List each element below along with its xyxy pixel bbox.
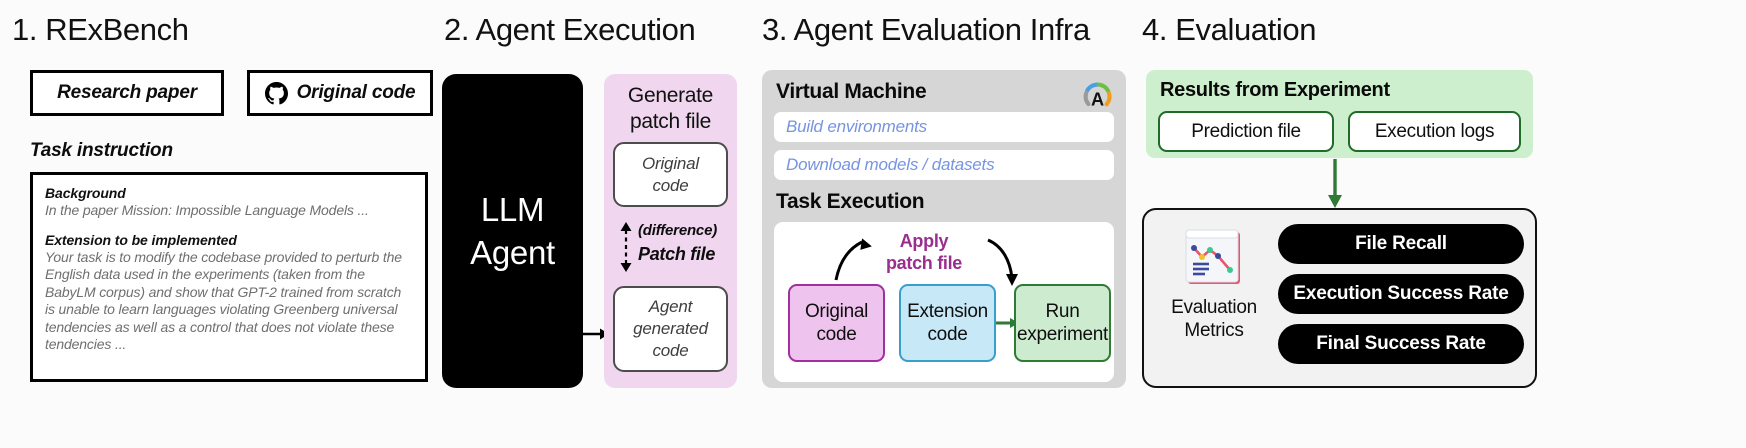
background-text: In the paper Mission: Impossible Languag… — [45, 202, 369, 218]
patch-file-label: Patch file — [638, 244, 716, 264]
research-paper-label: Research paper — [57, 82, 197, 103]
panel4-title: 4. Evaluation — [1142, 12, 1317, 47]
generate-patch-line2: patch file — [629, 110, 712, 133]
vm-step-build-environments[interactable]: Build environments — [774, 112, 1114, 142]
flow-box-extension-code[interactable]: Extension code — [899, 284, 996, 362]
flow-0-line1: Original — [804, 301, 869, 322]
background-label: Background — [45, 185, 126, 201]
agent-code-line1: Agent — [648, 297, 693, 316]
vm-step-download-models-datasets[interactable]: Download models / datasets — [774, 150, 1114, 180]
original-code-card-line2: code — [652, 175, 689, 195]
panel-rexbench: 1. RExBench Research paper Original code… — [12, 8, 436, 440]
results-from-experiment-card: Results from Experiment Prediction file … — [1146, 70, 1533, 158]
difference-label: (difference) — [638, 222, 718, 239]
metric-1-label: Execution Success Rate — [1293, 283, 1509, 304]
evaluation-metrics-card: Evaluation Metrics File Recall Execution… — [1142, 208, 1537, 388]
execution-logs-label: Execution logs — [1374, 120, 1495, 142]
llm-agent-box[interactable]: LLM Agent — [442, 74, 583, 388]
agent-code-line2: generated — [633, 319, 708, 338]
panel3-title: 3. Agent Evaluation Infra — [762, 12, 1090, 47]
flow-0-line2: code — [816, 324, 857, 345]
evaluation-metrics-icon-block: Evaluation Metrics — [1158, 224, 1270, 342]
generate-patch-panel: Generate patch file Original code (diffe… — [604, 74, 737, 388]
source-artifacts-row: Research paper Original code — [30, 70, 433, 116]
bidirectional-dashed-arrow-icon — [620, 222, 632, 272]
metric-pill-execution-success-rate[interactable]: Execution Success Rate — [1278, 274, 1524, 314]
metric-2-label: Final Success Rate — [1316, 333, 1486, 354]
original-code-card-line1: Original — [642, 153, 699, 173]
github-icon — [264, 81, 288, 104]
apply-label-line1: Apply — [899, 231, 949, 251]
flow-1-line2: code — [927, 324, 968, 345]
extension-text: Your task is to modify the codebase prov… — [45, 248, 402, 353]
task-box-spacer — [45, 220, 413, 232]
virtual-machine-card: Virtual Machine A Build environments Dow… — [762, 70, 1126, 388]
evaluation-metrics-icon-label: Evaluation Metrics — [1171, 296, 1257, 342]
task-instruction-heading: Task instruction — [30, 140, 173, 161]
aws-a-logo-icon: A — [1083, 82, 1112, 110]
metric-0-label: File Recall — [1355, 233, 1447, 254]
generate-patch-line1: Generate — [627, 84, 714, 107]
flow-1-line1: Extension — [907, 301, 988, 322]
flow-2-line2: experiment — [1017, 324, 1108, 345]
metric-pill-file-recall[interactable]: File Recall — [1278, 224, 1524, 264]
extension-label: Extension to be implemented — [45, 231, 237, 248]
flow-box-original-code[interactable]: Original code — [788, 284, 885, 362]
original-code-box[interactable]: Original code — [247, 70, 433, 116]
chart-notepad-icon — [1185, 229, 1240, 284]
metrics-label-line1: Evaluation — [1171, 297, 1257, 318]
panel1-title: 1. RExBench — [12, 12, 189, 47]
virtual-machine-title: Virtual Machine — [776, 80, 927, 103]
original-code-label: Original code — [296, 82, 416, 103]
metric-pill-final-success-rate[interactable]: Final Success Rate — [1278, 324, 1524, 364]
prediction-file-label: Prediction file — [1191, 120, 1301, 142]
original-code-card[interactable]: Original code — [613, 142, 728, 207]
difference-text: (difference) Patch file — [638, 220, 717, 267]
results-to-metrics-arrow — [1328, 159, 1342, 208]
agent-code-line3: code — [652, 341, 689, 360]
agent-generated-code-card[interactable]: Agent generated code — [613, 286, 728, 372]
apply-label-line2: patch file — [885, 253, 962, 273]
flow-2-line1: Run — [1045, 301, 1080, 322]
generate-patch-header: Generate patch file — [604, 83, 737, 135]
panel-agent-execution: 2. Agent Execution LLM Agent Generate pa… — [440, 8, 740, 440]
task-execution-title: Task Execution — [776, 190, 925, 213]
results-row: Prediction file Execution logs — [1158, 111, 1521, 152]
execution-logs-pill[interactable]: Execution logs — [1348, 111, 1521, 152]
panel-agent-evaluation-infra: 3. Agent Evaluation Infra Virtual Machin… — [758, 8, 1130, 440]
task-instruction-box: Background In the paper Mission: Impossi… — [30, 172, 428, 382]
evaluation-metric-pills: File Recall Execution Success Rate Final… — [1278, 224, 1524, 364]
results-header: Results from Experiment — [1160, 79, 1390, 101]
task-execution-card: Apply patch file Original code Extensi — [774, 222, 1114, 382]
panel-evaluation: 4. Evaluation Results from Experiment Pr… — [1138, 8, 1738, 440]
prediction-file-pill[interactable]: Prediction file — [1158, 111, 1334, 152]
vm-step-1-label: Download models / datasets — [786, 155, 995, 174]
vm-step-0-label: Build environments — [786, 117, 927, 136]
metrics-label-line2: Metrics — [1184, 320, 1244, 341]
llm-agent-line1: LLM — [480, 191, 545, 228]
llm-agent-line2: Agent — [470, 234, 555, 271]
panel2-title: 2. Agent Execution — [444, 12, 696, 47]
flow-box-run-experiment[interactable]: Run experiment — [1014, 284, 1111, 362]
difference-block: (difference) Patch file — [618, 220, 736, 276]
svg-text:A: A — [1091, 90, 1104, 110]
apply-patch-file-label: Apply patch file — [860, 230, 988, 274]
research-paper-box[interactable]: Research paper — [30, 70, 224, 116]
